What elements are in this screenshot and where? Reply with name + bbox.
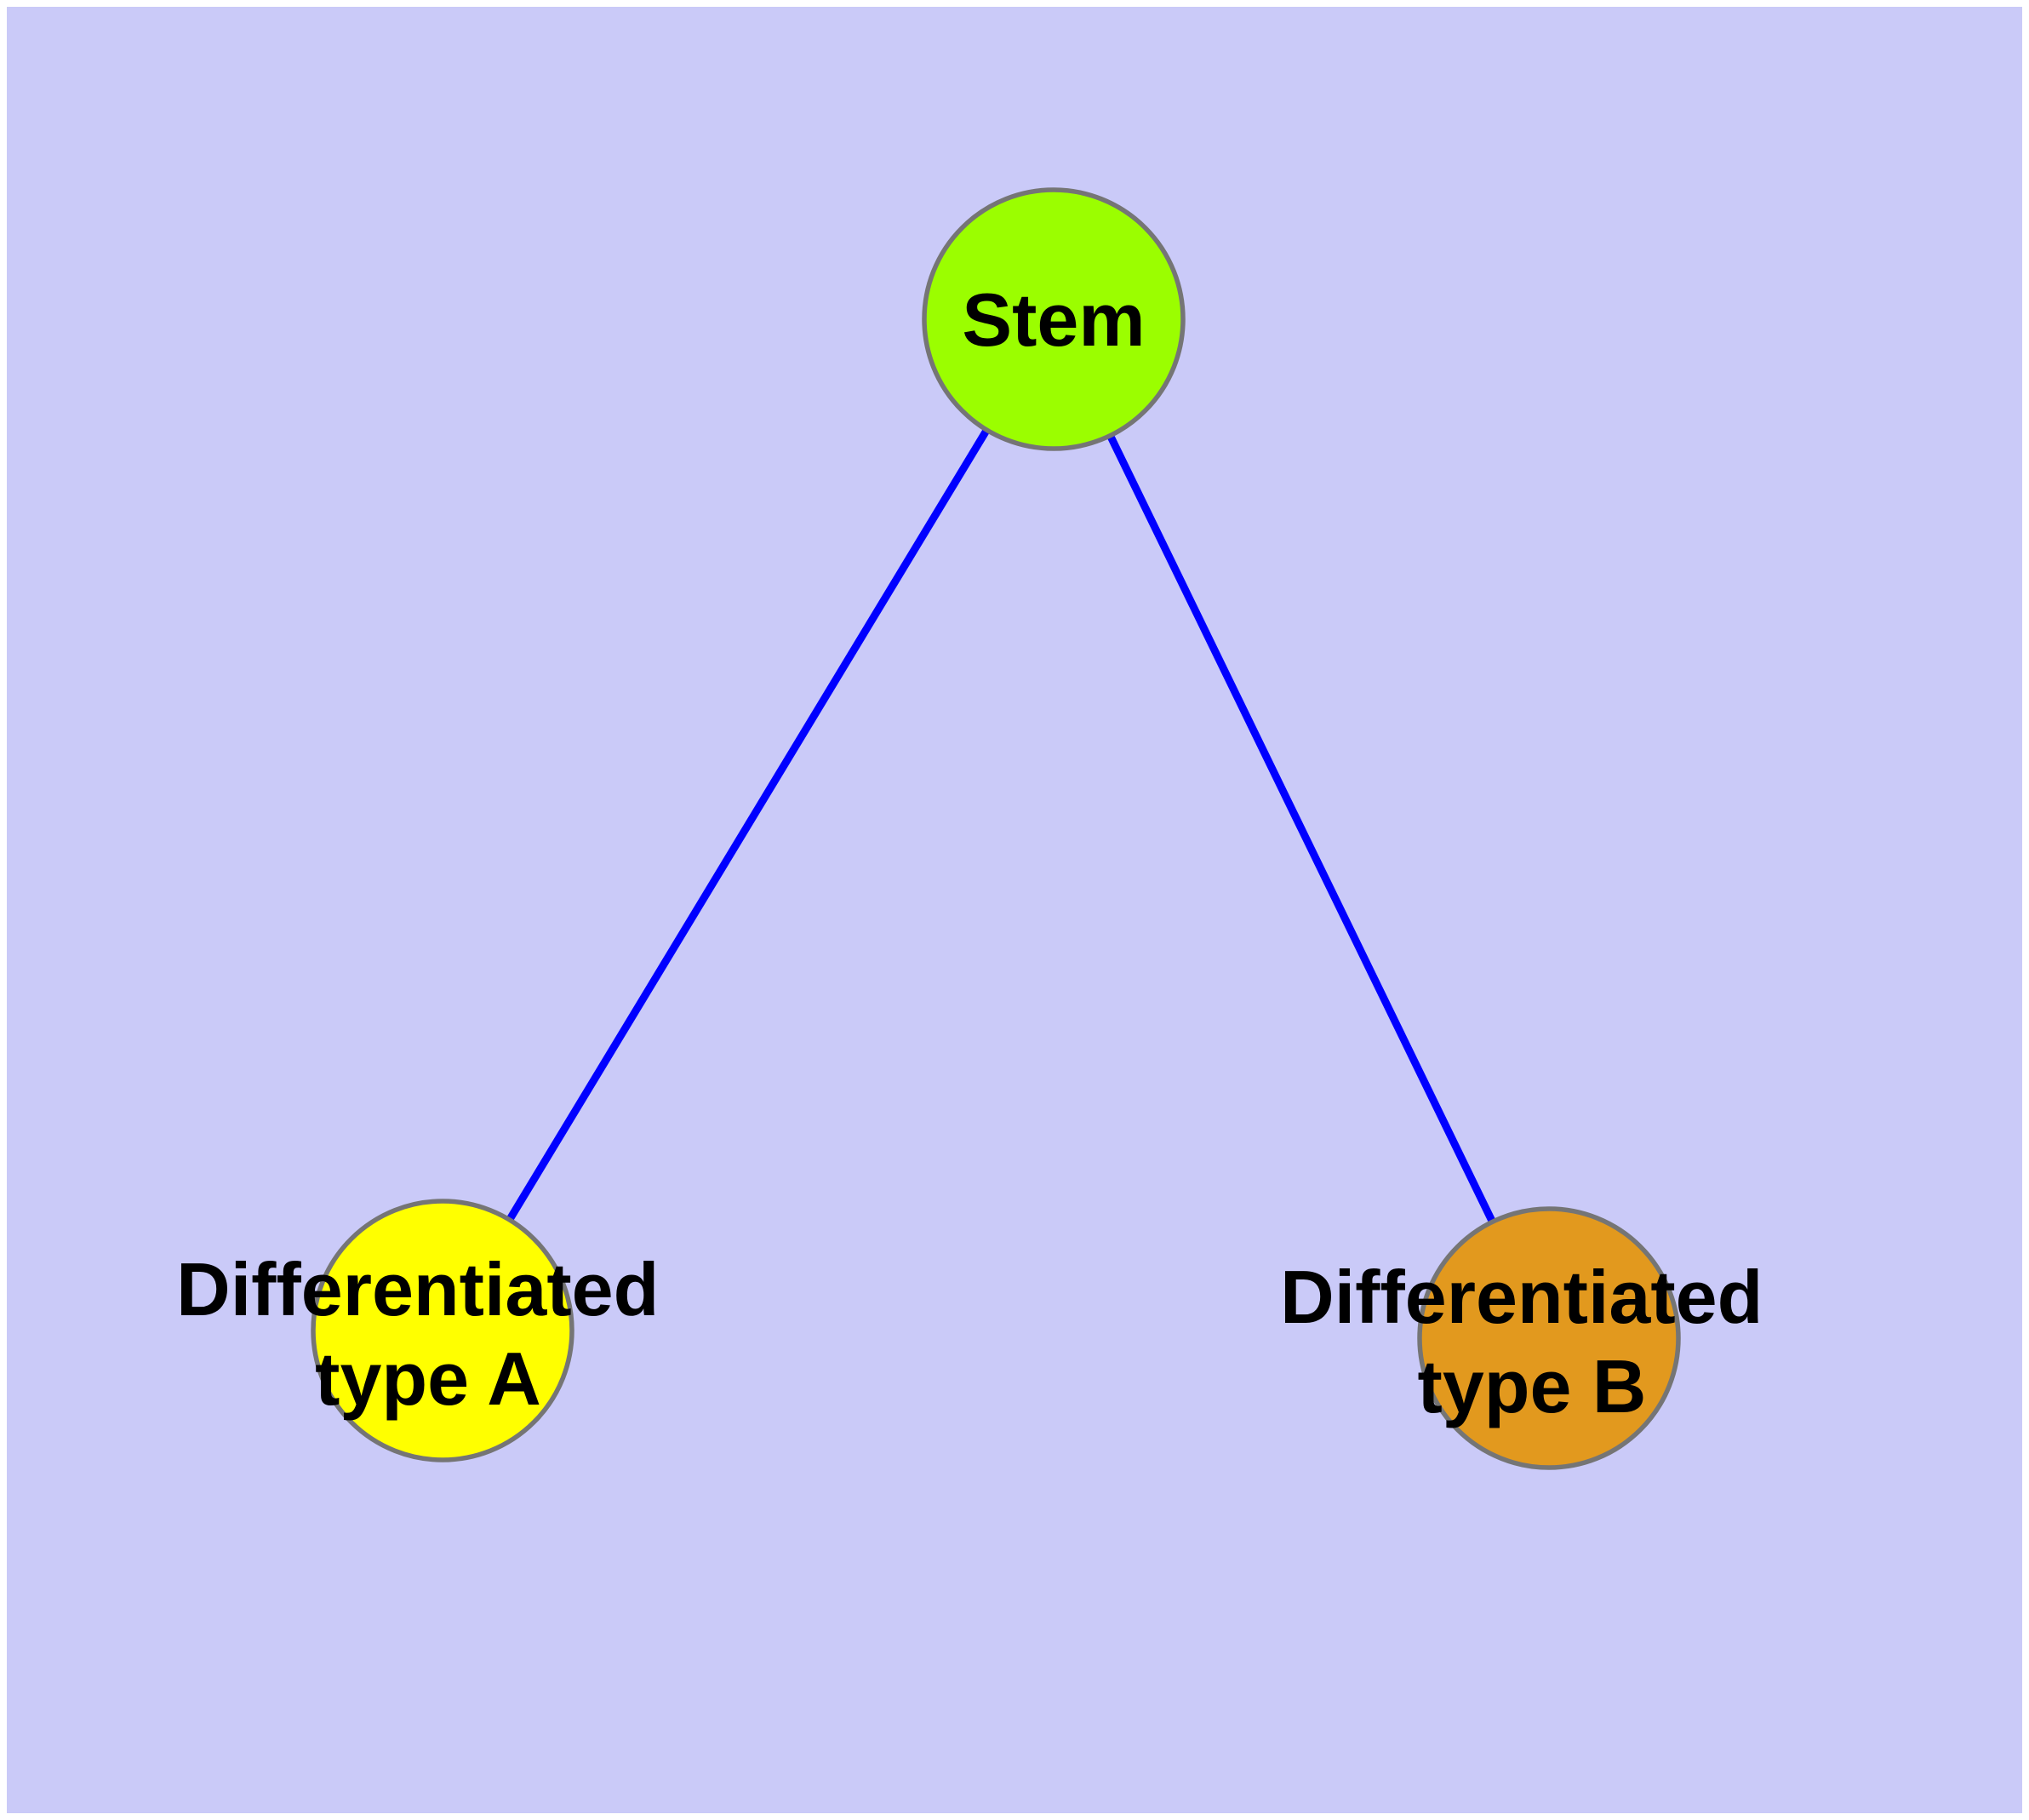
node-type-b-label: Differentiated type B: [1280, 1255, 1784, 1428]
node-differentiated-type-b: [1417, 1206, 1681, 1470]
edge-stem-to-type-a: [439, 317, 1057, 1333]
edge-stem-to-type-b: [1049, 318, 1553, 1340]
node-stem-label: Stem: [962, 278, 1145, 362]
node-stem: [922, 187, 1186, 451]
node-differentiated-type-a: [311, 1199, 574, 1462]
node-type-a-label: Differentiated type A: [176, 1247, 680, 1421]
